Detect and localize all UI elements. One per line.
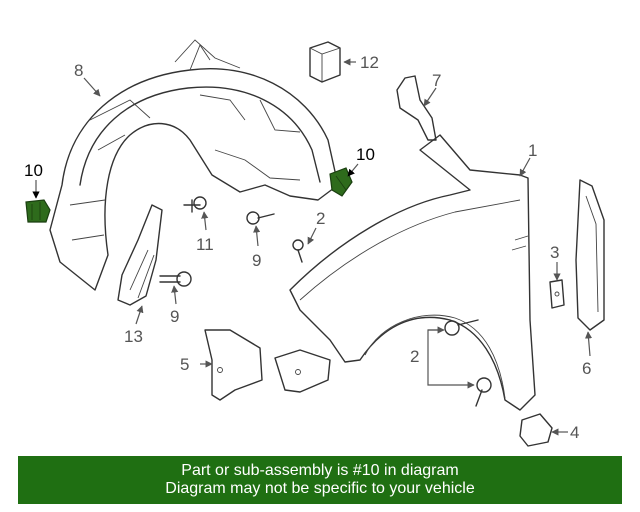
screw-part-9-lower [159, 271, 192, 287]
liner-extension-part-13 [117, 204, 163, 306]
callout-13: 13 [124, 327, 143, 346]
callout-7: 7 [432, 71, 441, 90]
bracket-part-4 [519, 413, 553, 447]
bolt-part-2-upper [292, 239, 304, 263]
callout-2-upper: 2 [316, 209, 325, 228]
callout-10-left: 10 [24, 161, 43, 180]
fender-part-1 [289, 134, 536, 411]
callout-1: 1 [528, 141, 537, 160]
callout-6: 6 [582, 359, 591, 378]
callout-3: 3 [550, 243, 559, 262]
clip-part-10-right [329, 167, 353, 197]
callout-2-lower: 2 [410, 347, 419, 366]
callout-9-upper: 9 [252, 251, 261, 270]
trim-part-6 [575, 179, 605, 331]
info-banner: Part or sub-assembly is #10 in diagram D… [18, 456, 622, 504]
callout-11: 11 [196, 235, 214, 254]
screw-part-11 [183, 196, 207, 213]
wheelhouse-liner-part-8 [49, 39, 339, 291]
callout-5: 5 [180, 355, 189, 374]
callout-4: 4 [570, 423, 579, 442]
bolt-part-2-lower-a [444, 319, 479, 336]
callout-10-right: 10 [356, 145, 375, 164]
callout-8: 8 [74, 61, 83, 80]
block-part-12 [309, 41, 341, 83]
callout-9-lower: 9 [170, 307, 179, 326]
bracket-part-5 [204, 329, 331, 401]
bolt-part-2-lower-b [475, 377, 492, 407]
banner-line-1: Part or sub-assembly is #10 in diagram [181, 462, 459, 479]
screw-part-9-upper [246, 211, 275, 225]
banner-line-2: Diagram may not be specific to your vehi… [165, 480, 475, 497]
clip-part-3 [549, 279, 565, 309]
bracket-part-7 [396, 75, 437, 141]
clip-part-10-left [25, 199, 51, 223]
parts-diagram: 1 2 2 3 4 5 6 7 8 9 9 10 10 11 12 13 [24, 39, 605, 447]
callout-12: 12 [360, 53, 379, 72]
